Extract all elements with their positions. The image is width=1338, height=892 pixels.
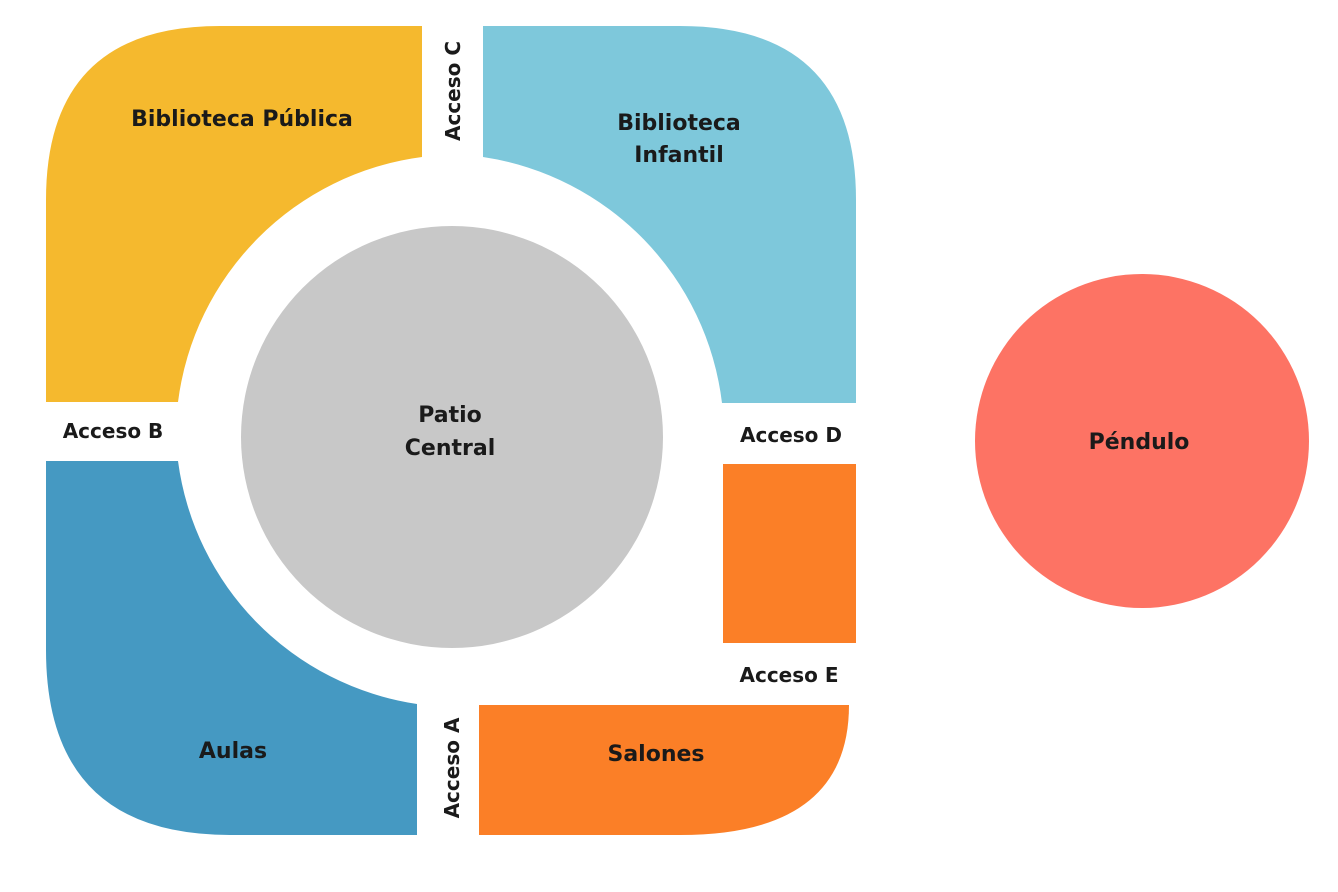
zone-salones [479, 705, 849, 835]
label-acceso-d: Acceso D [740, 423, 842, 447]
label-biblioteca-infantil-line1: Biblioteca [617, 111, 741, 136]
label-acceso-c: Acceso C [441, 41, 465, 141]
label-patio-line1: Patio [418, 403, 482, 428]
zone-pendulo [975, 274, 1309, 608]
zone-patio-central [241, 226, 663, 648]
label-acceso-b: Acceso B [63, 419, 164, 443]
label-patio-line2: Central [405, 436, 495, 461]
zone-area-e [723, 464, 856, 643]
label-pendulo: Péndulo [1089, 430, 1190, 455]
label-biblioteca-infantil-line2: Infantil [634, 143, 724, 168]
label-salones: Salones [607, 742, 704, 767]
zone-biblioteca-infantil [483, 26, 856, 403]
label-acceso-a: Acceso A [440, 717, 464, 818]
zone-aulas [46, 461, 417, 835]
label-aulas: Aulas [199, 739, 267, 764]
zone-biblioteca-publica [46, 26, 422, 402]
label-acceso-e: Acceso E [739, 663, 838, 687]
label-biblioteca-publica: Biblioteca Pública [131, 107, 353, 132]
